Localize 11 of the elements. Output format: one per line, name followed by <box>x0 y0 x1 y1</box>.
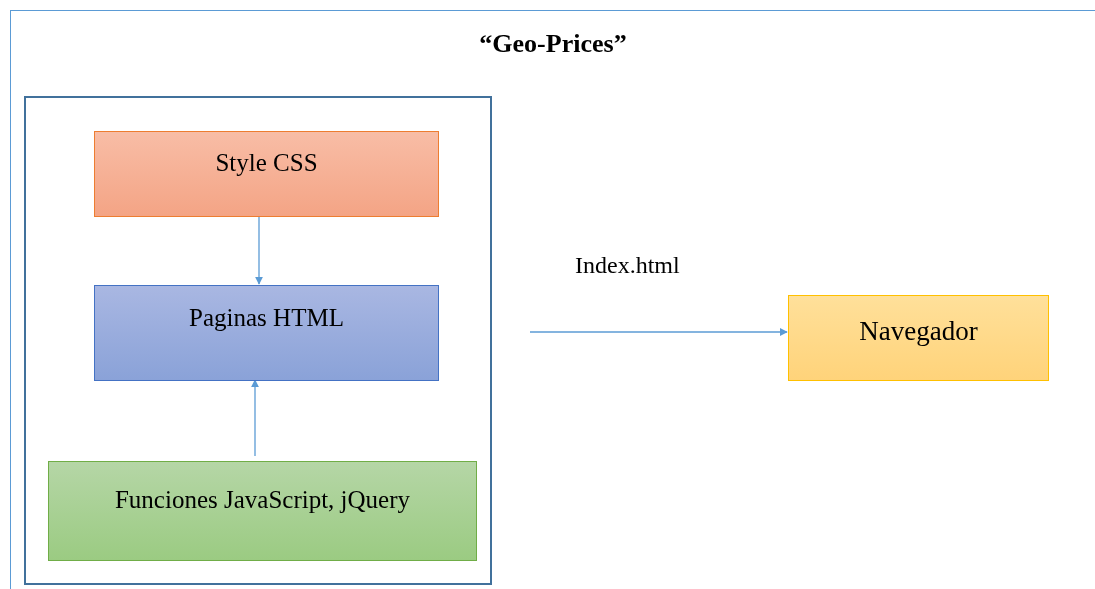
process-box <box>94 131 439 217</box>
frame-heading: “Geo-Prices” <box>478 29 628 59</box>
process-box <box>48 461 477 561</box>
box-label: Style CSS <box>214 149 319 177</box>
box-label: Paginas HTML <box>188 304 345 332</box>
container-box <box>24 96 492 585</box>
process-box <box>788 295 1049 381</box>
diagram-frame <box>10 10 1095 589</box>
process-box <box>94 285 439 381</box>
box-label: Funciones JavaScript, jQuery <box>113 486 412 514</box>
box-label: Navegador <box>858 316 979 347</box>
